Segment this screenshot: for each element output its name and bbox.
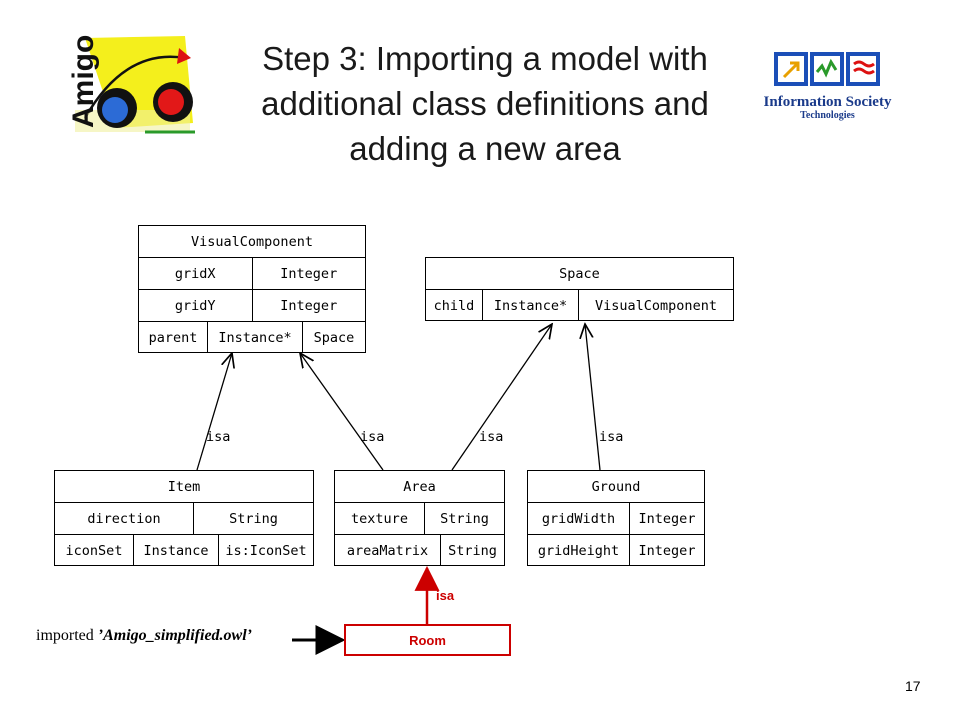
slot-range: Space — [302, 322, 365, 353]
class-name: Area — [403, 478, 436, 495]
slot-type: Integer — [629, 503, 704, 534]
class-name: Ground — [591, 478, 641, 495]
class-area[interactable]: Area texture String areaMatrix String — [334, 470, 505, 566]
class-space[interactable]: Space child Instance* VisualComponent — [425, 257, 734, 321]
slot-name: gridX — [174, 265, 216, 282]
class-ground[interactable]: Ground gridWidth Integer gridHeight Inte… — [527, 470, 705, 566]
isa-edge-ground-space — [585, 324, 601, 471]
slot-type: Integer — [251, 290, 366, 321]
page-number: 17 — [905, 678, 921, 694]
slot-name: direction — [87, 510, 161, 527]
ist-line-1: Information Society — [763, 94, 892, 110]
class-name: Space — [559, 265, 600, 282]
slot-name: gridHeight — [537, 542, 620, 559]
slot-name: iconSet — [65, 542, 123, 559]
class-visualcomponent[interactable]: VisualComponent gridX Integer gridY Inte… — [138, 225, 366, 353]
slot-type: Integer — [251, 258, 366, 289]
slot-range: is:IconSet — [218, 535, 313, 566]
slot-range: VisualComponent — [578, 290, 733, 321]
slot-name: gridWidth — [541, 510, 616, 527]
isa-label-area-space: isa — [479, 429, 504, 445]
class-room[interactable]: Room — [344, 624, 511, 656]
amigo-logo: Amigo — [55, 28, 205, 148]
slide-title: Step 3: Importing a model with additiona… — [220, 36, 750, 171]
slot-type: Integer — [629, 535, 704, 566]
title-line-1: Step 3: Importing a model with — [262, 40, 708, 77]
isa-label-area-vc: isa — [360, 429, 385, 445]
isa-edge-item-visualcomponent — [196, 353, 232, 471]
title-line-3: adding a new area — [349, 130, 621, 167]
ist-line-2: Technologies — [800, 110, 855, 121]
class-name: VisualComponent — [191, 233, 313, 250]
import-note: imported ’Amigo_simplified.owl’ — [36, 627, 252, 645]
slot-name: gridY — [174, 297, 216, 314]
ist-logo: Information Society Technologies — [760, 50, 895, 130]
slot-type: String — [424, 503, 504, 534]
svg-text:Amigo: Amigo — [67, 35, 100, 128]
isa-label-room: isa — [436, 588, 455, 603]
slot-type: String — [440, 535, 504, 566]
isa-edge-area-visualcomponent — [300, 353, 384, 471]
isa-edge-area-space — [451, 324, 552, 471]
slot-type: Instance — [133, 535, 218, 566]
slot-name: child — [433, 297, 475, 314]
slot-type: String — [193, 503, 313, 534]
ist-logo-icon — [774, 52, 880, 86]
isa-label-ground: isa — [599, 429, 624, 445]
ist-caption: Information Society Technologies — [760, 94, 895, 122]
title-line-2: additional class definitions and — [261, 85, 709, 122]
isa-label-item: isa — [206, 429, 231, 445]
slot-type: Instance* — [207, 322, 302, 353]
slot-name: texture — [351, 510, 408, 527]
slot-type: Instance* — [482, 290, 578, 321]
import-prefix: imported — [36, 627, 98, 644]
slot-name: areaMatrix — [346, 542, 429, 559]
import-filename: ’Amigo_simplified.owl’ — [97, 627, 252, 644]
class-name: Item — [167, 478, 201, 495]
class-item[interactable]: Item direction String iconSet Instance i… — [54, 470, 314, 566]
slot-name: parent — [148, 329, 198, 346]
